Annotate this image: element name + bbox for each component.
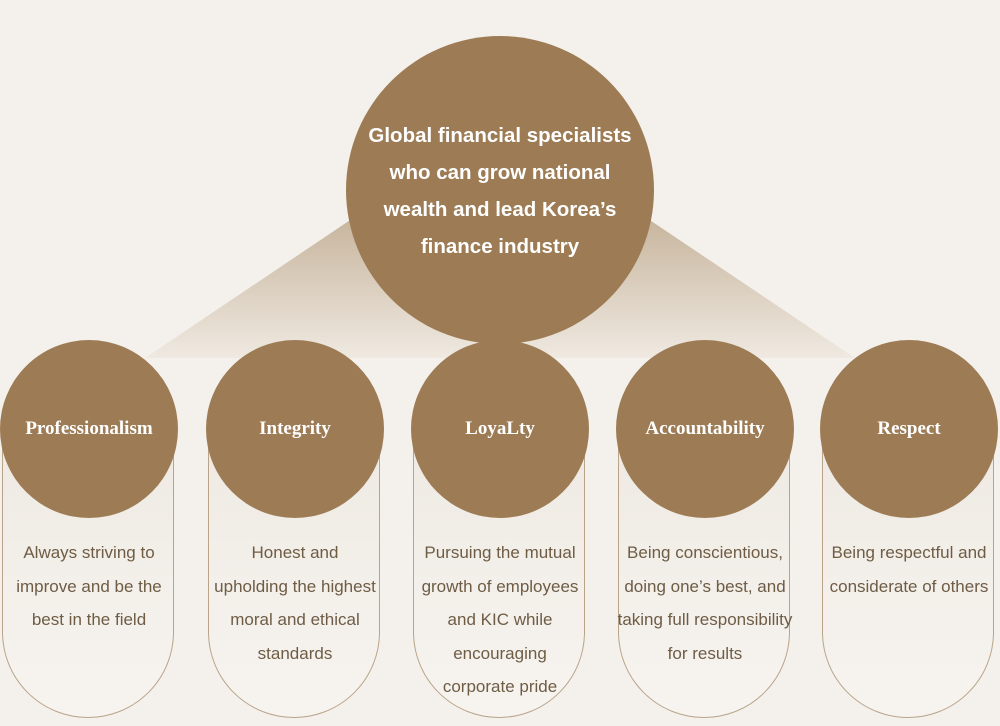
value-title: Accountability <box>645 418 765 439</box>
value-description: Pursuing the mutual growth of employees … <box>421 543 579 696</box>
value-description: Being respectful and considerate of othe… <box>829 543 989 596</box>
value-circle: LoyaLty <box>411 340 589 518</box>
value-title: Professionalism <box>25 418 153 439</box>
value-description: Honest and upholding the highest moral a… <box>214 543 376 663</box>
value-pillar-professionalism: Professionalism Always striving to impro… <box>0 340 178 726</box>
value-title: Respect <box>877 418 941 439</box>
value-circle: Integrity <box>206 340 384 518</box>
vision-circle: Global financial specialists who can gro… <box>346 36 654 344</box>
value-pillar-loyalty: LoyaLty Pursuing the mutual growth of em… <box>411 340 589 726</box>
value-pillar-respect: Respect Being respectful and considerate… <box>820 340 998 726</box>
value-pillar-integrity: Integrity Honest and upholding the highe… <box>206 340 384 726</box>
value-title: LoyaLty <box>465 418 535 439</box>
value-pillar-accountability: Accountability Being conscientious, doin… <box>616 340 794 726</box>
value-circle: Professionalism <box>0 340 178 518</box>
value-title: Integrity <box>259 418 331 439</box>
value-circle: Accountability <box>616 340 794 518</box>
value-circle: Respect <box>820 340 998 518</box>
value-description: Always striving to improve and be the be… <box>16 543 162 629</box>
value-description: Being conscientious, doing one’s best, a… <box>617 543 793 663</box>
vision-text: Global financial specialists who can gro… <box>368 124 632 258</box>
